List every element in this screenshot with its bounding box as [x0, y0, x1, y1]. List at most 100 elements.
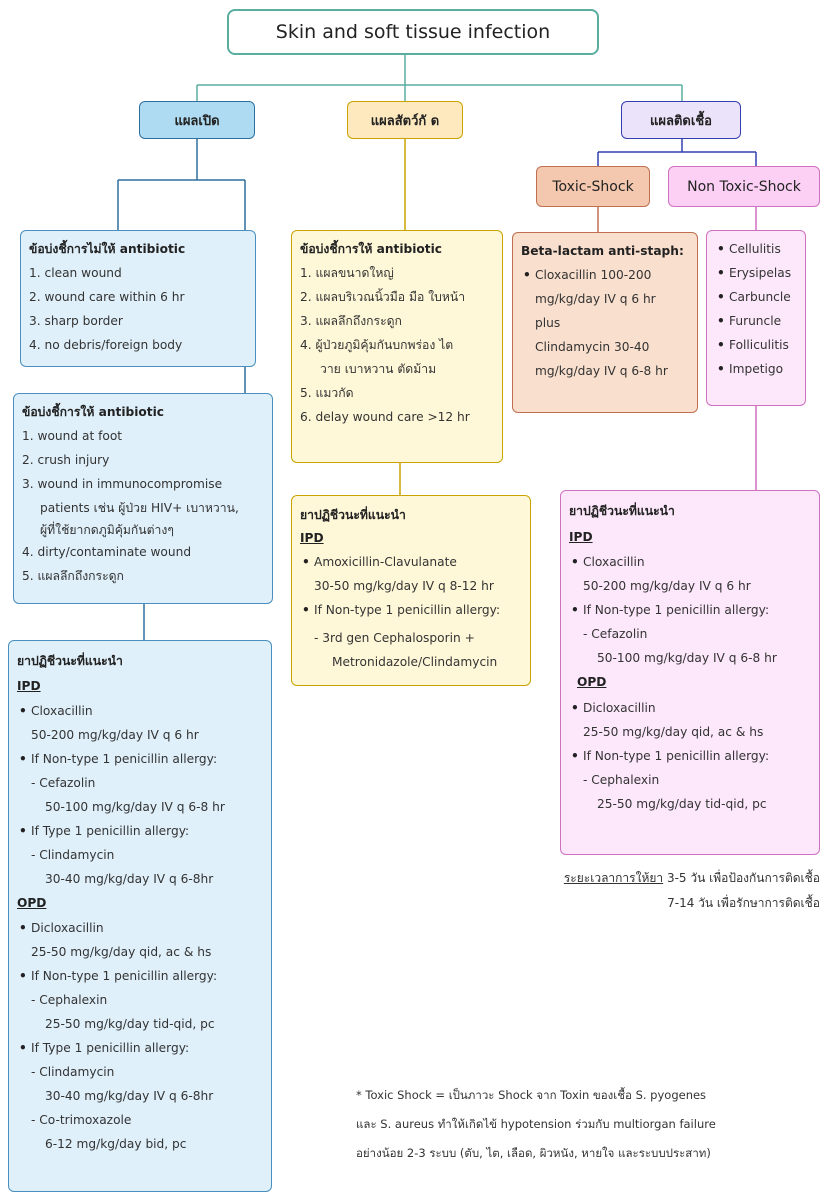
list-item: Furuncle [715, 309, 797, 333]
dose: mg/kg/day IV q 6 hr [535, 292, 656, 306]
dose: 6-12 mg/kg/day bid, pc [45, 1137, 187, 1151]
dose: 50-100 mg/kg/day IV q 6-8 hr [45, 800, 225, 814]
list-item: Cloxacillin [17, 699, 263, 723]
duration-note: ระยะเวลาการให้ยา 3-5 วัน เพื่อป้องกันการ… [520, 866, 820, 916]
list-item: 3. wound in immunocompromise [22, 477, 223, 491]
condition-name: Impetigo [729, 362, 784, 376]
drug-name: - Cefazolin [31, 776, 96, 790]
drug-name: - Cefazolin [583, 627, 648, 641]
list-item: 5. แผลลึกถึงกระดูก [22, 569, 124, 583]
ipd-heading: IPD [17, 679, 41, 693]
dose: 50-200 mg/kg/day IV q 6 hr [583, 579, 751, 593]
list-item: If Non-type 1 penicillin allergy: [300, 598, 522, 622]
diagram-title-box: Skin and soft tissue infection [227, 9, 599, 55]
category-animal-bite: แผลสัตว์กั ด [347, 101, 463, 139]
list-item: 4. no debris/foreign body [29, 338, 183, 352]
list-item: Cellulitis [715, 237, 797, 261]
dose: 25-50 mg/kg/day tid-qid, pc [45, 1017, 215, 1031]
allergy-condition: If Non-type 1 penicillin allergy: [583, 603, 770, 617]
toxic-shock-treatment: Beta-lactam anti-staph: Cloxacillin 100-… [512, 232, 698, 413]
list-item: 2. crush injury [22, 453, 110, 467]
list-item: If Non-type 1 penicillin allergy: [17, 964, 263, 988]
list-item: 4. ผู้ป่วยภูมิคุ้มกันบกพร่อง ไต [300, 338, 454, 352]
infected-recommended-antibiotics: ยาปฏิชีวนะที่แนะนำ IPD Cloxacillin 50-20… [560, 490, 820, 855]
duration-preventive: 3-5 วัน เพื่อป้องกันการติดเชื้อ [663, 871, 820, 885]
give-antibiotic-title: ข้อบ่งชี้การให้ antibiotic [22, 405, 165, 419]
list-item-continuation: ผู้ที่ใช้ยากดภูมิคุ้มกันต่างๆ [40, 523, 174, 537]
dose: 25-50 mg/kg/day tid-qid, pc [597, 796, 767, 811]
dose: 30-40 mg/kg/day IV q 6-8hr [45, 872, 214, 886]
drug-name: - Co-trimoxazole [31, 1113, 132, 1127]
list-item: Folliculitis [715, 333, 797, 357]
no-antibiotic-title: ข้อบ่งชี้การไม่ให้ antibiotic [29, 242, 186, 256]
drug-name: - 3rd gen Cephalosporin + [314, 631, 475, 645]
category-infected-wound: แผลติดเชื้อ [621, 101, 741, 139]
condition-name: Erysipelas [729, 266, 792, 280]
footnote-line-1: * Toxic Shock = เป็นภาวะ Shock จาก Toxin… [356, 1088, 707, 1102]
recommended-antibiotics-title: ยาปฏิชีวนะที่แนะนำ [300, 508, 406, 522]
drug-name-continuation: Metronidazole/Clindamycin [332, 655, 498, 669]
non-toxic-shock-conditions: Cellulitis Erysipelas Carbuncle Furuncle… [706, 230, 806, 406]
dose: 25-50 mg/kg/day qid, ac & hs [583, 724, 764, 739]
condition-name: Furuncle [729, 314, 782, 328]
list-item: Erysipelas [715, 261, 797, 285]
allergy-condition: If Non-type 1 penicillin allergy: [31, 969, 218, 983]
toxic-shock-footnote: * Toxic Shock = เป็นภาวะ Shock จาก Toxin… [356, 1081, 822, 1168]
list-item: 3. sharp border [29, 314, 123, 328]
list-item: 6. delay wound care >12 hr [300, 410, 470, 424]
no-antibiotic-indications: ข้อบ่งชี้การไม่ให้ antibiotic 1. clean w… [20, 230, 256, 367]
list-item: 2. wound care within 6 hr [29, 290, 185, 304]
dose: mg/kg/day IV q 6-8 hr [535, 364, 668, 378]
condition-name: Cellulitis [729, 242, 781, 256]
ipd-heading: IPD [300, 531, 324, 545]
footnote-line-2: และ S. aureus ทำให้เกิดไข้ hypotension ร… [356, 1117, 716, 1131]
diagram-title: Skin and soft tissue infection [275, 21, 551, 43]
allergy-condition: If Type 1 penicillin allergy: [31, 824, 190, 838]
list-item: Cloxacillin 100-200 [521, 263, 689, 287]
toxic-shock-label: Toxic-Shock [552, 178, 634, 195]
list-item: 5. แมวกัด [300, 386, 354, 400]
give-antibiotic-indications-open: ข้อบ่งชี้การให้ antibiotic 1. wound at f… [13, 393, 273, 604]
dose: 30-40 mg/kg/day IV q 6-8hr [45, 1089, 214, 1103]
list-item: 4. dirty/contaminate wound [22, 545, 192, 559]
drug-name: Dicloxacillin [31, 921, 104, 935]
plus-text: plus [535, 316, 561, 330]
list-item: If Type 1 penicillin allergy: [17, 819, 263, 843]
toxic-shock-node: Toxic-Shock [536, 166, 650, 207]
drug-name: - Cephalexin [31, 993, 108, 1007]
list-item: If Non-type 1 penicillin allergy: [569, 744, 811, 768]
duration-label: ระยะเวลาการให้ยา [563, 871, 664, 885]
category-animal-bite-label: แผลสัตว์กั ด [370, 113, 440, 129]
toxic-shock-treatment-title: Beta-lactam anti-staph: [521, 244, 684, 258]
category-open-wound: แผลเปิด [139, 101, 255, 139]
list-item: 1. clean wound [29, 266, 122, 280]
duration-line-1: ระยะเวลาการให้ยา 3-5 วัน เพื่อป้องกันการ… [520, 866, 820, 891]
give-antibiotic-title: ข้อบ่งชี้การให้ antibiotic [300, 242, 443, 256]
list-item: Dicloxacillin [569, 696, 811, 720]
dose: 25-50 mg/kg/day qid, ac & hs [31, 945, 212, 959]
dose: 50-100 mg/kg/day IV q 6-8 hr [597, 651, 777, 665]
bite-recommended-antibiotics: ยาปฏิชีวนะที่แนะนำ IPD Amoxicillin-Clavu… [291, 495, 531, 686]
list-item: 2. แผลบริเวณนิ้วมือ มือ ใบหน้า [300, 290, 466, 304]
duration-treatment: 7-14 วัน เพื่อรักษาการติดเชื้อ [667, 896, 820, 910]
non-toxic-shock-label: Non Toxic-Shock [687, 178, 801, 195]
condition-name: Folliculitis [729, 338, 789, 352]
allergy-condition: If Non-type 1 penicillin allergy: [31, 752, 218, 766]
drug-name: Dicloxacillin [583, 700, 656, 715]
list-item: Cloxacillin [569, 550, 811, 574]
drug-name: - Cephalexin [583, 772, 660, 787]
non-toxic-shock-node: Non Toxic-Shock [668, 166, 820, 207]
opd-heading: OPD [17, 896, 47, 910]
give-antibiotic-indications-bite: ข้อบ่งชี้การให้ antibiotic 1. แผลขนาดใหญ… [291, 230, 503, 463]
allergy-condition: If Type 1 penicillin allergy: [31, 1041, 190, 1055]
category-open-wound-label: แผลเปิด [174, 113, 220, 129]
dose: 30-50 mg/kg/day IV q 8-12 hr [314, 579, 494, 593]
recommended-antibiotics-title: ยาปฏิชีวนะที่แนะนำ [17, 654, 123, 668]
drug-name: - Clindamycin [31, 848, 115, 862]
allergy-condition: If Non-type 1 penicillin allergy: [583, 748, 770, 763]
drug-name: Cloxacillin [583, 555, 645, 569]
footnote-line-3: อย่างน้อย 2-3 ระบบ (ตับ, ไต, เลือด, ผิวห… [356, 1146, 711, 1160]
list-item: Amoxicillin-Clavulanate [300, 550, 522, 574]
list-item: Dicloxacillin [17, 916, 263, 940]
list-item: 1. wound at foot [22, 429, 123, 443]
